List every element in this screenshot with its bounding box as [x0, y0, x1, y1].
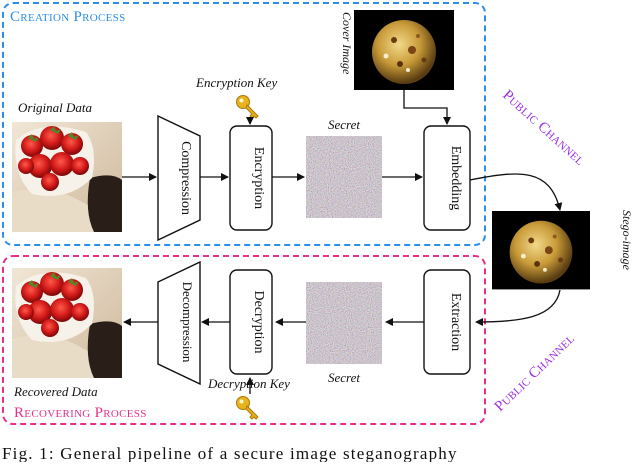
- recovering-process-title: Recovering Process: [14, 405, 147, 421]
- extraction-label: Extraction: [448, 293, 463, 351]
- cover-image: [354, 10, 454, 90]
- recovered-data-image: [12, 268, 122, 378]
- compression-block: [157, 114, 201, 242]
- creation-process-title: Creation Process: [10, 9, 126, 25]
- original-data-label: Original Data: [18, 100, 93, 115]
- encryption-key-label: Encryption Key: [195, 75, 277, 90]
- secret-noise-image-bottom: [306, 282, 382, 364]
- decryption-key-label: Decryption Key: [207, 376, 290, 391]
- creation-process-frame: [2, 2, 486, 246]
- secret-noise-image-top: [306, 136, 382, 218]
- arrow-cover-to-embedding: [403, 90, 451, 125]
- secret-label-top: Secret: [328, 117, 360, 132]
- recovered-data-label: Recovered Data: [13, 384, 98, 399]
- recovering-process-frame: [2, 255, 486, 425]
- cover-image-label: Cover Image: [340, 12, 354, 75]
- stego-image-label: Stego-image: [620, 210, 634, 271]
- embedding-label: Embedding: [448, 146, 463, 211]
- key-icon: [236, 396, 259, 420]
- public-channel-top-label: Public Channel: [499, 87, 587, 169]
- figure-caption: Fig. 1: General pipeline of a secure ima…: [2, 444, 458, 462]
- embedding-block: [423, 125, 471, 231]
- decompression-block: [157, 260, 201, 386]
- secret-label-bottom: Secret: [328, 370, 360, 385]
- original-data-image: [12, 122, 122, 232]
- decryption-label: Decryption: [251, 291, 266, 354]
- public-channel-bottom-label: Public Channel: [492, 331, 578, 415]
- key-icon: [236, 95, 259, 119]
- arrow-embedding-to-stego: [469, 173, 563, 211]
- encryption-block: [229, 125, 273, 231]
- stego-image: [492, 211, 590, 290]
- encryption-label: Encryption: [251, 147, 266, 209]
- arrow-stego-to-extraction: [475, 289, 561, 326]
- compression-label: Compression: [178, 141, 193, 215]
- decompression-label: Decompression: [180, 282, 195, 363]
